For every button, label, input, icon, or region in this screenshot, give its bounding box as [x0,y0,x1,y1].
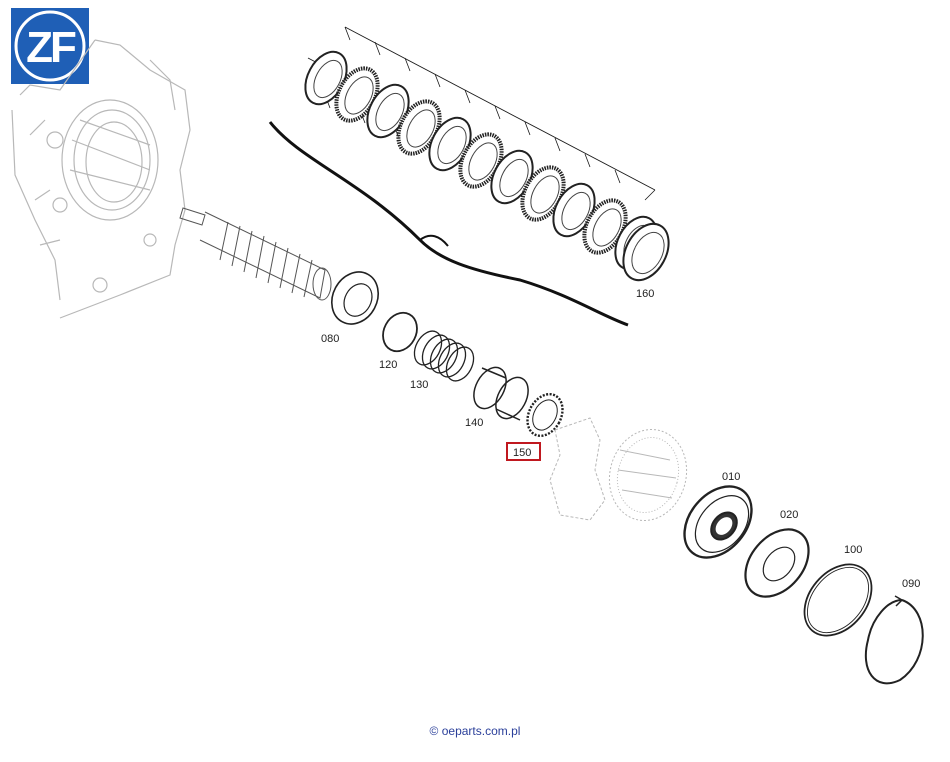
part-160-plate [622,222,670,282]
clutch-plate-inner [499,158,529,198]
bracket-curve [268,121,629,327]
clutch-plates [304,50,670,282]
part-090-snap-ring [864,595,924,685]
clutch-plate-inner [561,191,591,231]
logo-text: ZF [26,23,76,72]
part-140-bushing [473,366,529,421]
part-100-ring [803,563,873,637]
clutch-plate-inner [592,208,622,247]
copyright-footer: © oeparts.com.pl [429,724,521,738]
clutch-plate-inner [406,109,436,148]
main-shaft [179,207,332,301]
part-label-010: 010 [722,471,740,483]
clutch-plate-inner [530,175,560,214]
part-150-needle-bearing [526,392,564,438]
part-label-150: 150 [513,447,531,459]
part-label-140: 140 [465,417,483,429]
part-label-080: 080 [321,333,339,345]
bracket-curve-tail [419,234,449,247]
zf-logo: ZF [11,8,89,84]
part-010-piston [683,485,753,559]
clutch-plate-inner [375,92,405,132]
part-label-130: 130 [410,379,428,391]
part-120-snap-ring [382,311,418,353]
highlight-box-150 [506,442,541,461]
transmission-housing [11,39,191,319]
clutch-plate-inner [437,125,467,165]
clutch-plate-inner [344,76,374,115]
part-label-100: 100 [844,544,862,556]
part-label-120: 120 [379,359,397,371]
part-080-ring [331,271,379,325]
clutch-plate-inner [313,59,343,99]
part-130-spring [413,330,475,382]
part-label-090: 090 [902,578,920,590]
clutch-plate-inner [468,142,498,181]
faded-drum [549,417,688,522]
part-label-160: 160 [636,288,654,300]
part-020-washer [744,528,810,598]
part-label-020: 020 [780,509,798,521]
part-160-plate-inner [631,231,665,275]
